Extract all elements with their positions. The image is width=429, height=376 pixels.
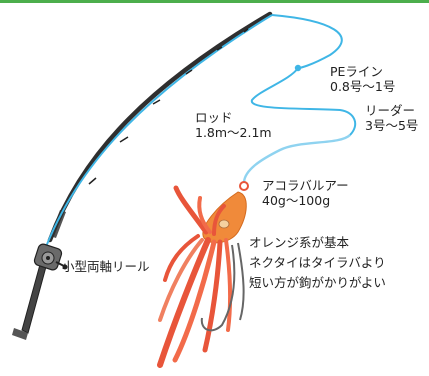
rod-label-size: 1.8m〜2.1m: [195, 125, 272, 140]
skirt-tentacle: [224, 238, 233, 332]
skirt-tentacle: [158, 238, 204, 322]
reel: [33, 243, 68, 271]
rod-guide: [119, 136, 129, 143]
tip-line-2: ネクタイはタイラバより: [249, 255, 386, 270]
lure: [157, 181, 249, 368]
rod-guide: [216, 46, 223, 51]
rod-guide: [152, 99, 161, 105]
skirt-tentacle: [163, 234, 200, 282]
tip-line-3: 短い方が鉤がかりがよい: [249, 275, 386, 290]
leader-label-size: 3号〜5号: [365, 118, 419, 133]
rod-guide: [243, 28, 249, 33]
rod-guide: [185, 69, 193, 75]
skirt-tentacle: [173, 185, 209, 235]
sinker-label-size: 40g〜100g: [262, 193, 331, 208]
skirt-tentacle: [197, 196, 212, 234]
line-on-rod: [43, 14, 273, 253]
reel-label: 小型両軸リール: [62, 259, 150, 274]
header-bar: [0, 0, 429, 3]
lure-eye: [218, 219, 230, 229]
skirt-tentacle: [172, 239, 217, 363]
leader-line: [242, 134, 351, 183]
rod-guide: [88, 177, 97, 185]
pe-line-label: PEライン 0.8号〜1号: [330, 64, 395, 94]
lure-head: [202, 191, 247, 244]
tip-label: オレンジ系が基本 ネクタイはタイラバより 短い方が鉤がかりがよい: [249, 235, 386, 290]
rod-label: ロッド 1.8m〜2.1m: [195, 110, 272, 140]
reel-label-name: 小型両軸リール: [62, 259, 150, 274]
pe-line-label-name: PEライン: [330, 64, 383, 79]
sinker-label: アコラバルアー 40g〜100g: [262, 178, 349, 208]
pe-line-label-size: 0.8号〜1号: [330, 79, 396, 94]
rod-butt-cap: [12, 328, 28, 340]
hook: [237, 242, 245, 321]
sinker-label-name: アコラバルアー: [262, 178, 349, 193]
hook: [200, 244, 236, 332]
skirt-tentacle: [212, 204, 226, 236]
pe-line: [250, 14, 357, 136]
lure-eye-ring: [239, 181, 249, 191]
rod: [12, 11, 273, 340]
leader-label-name: リーダー: [365, 103, 416, 118]
skirt-tentacle: [157, 237, 211, 368]
line-knot: [294, 64, 302, 72]
tip-line-1: オレンジ系が基本: [249, 235, 350, 250]
skirt-tentacle: [202, 239, 223, 353]
leader-label: リーダー 3号〜5号: [365, 103, 418, 133]
rod-label-name: ロッド: [195, 110, 233, 125]
